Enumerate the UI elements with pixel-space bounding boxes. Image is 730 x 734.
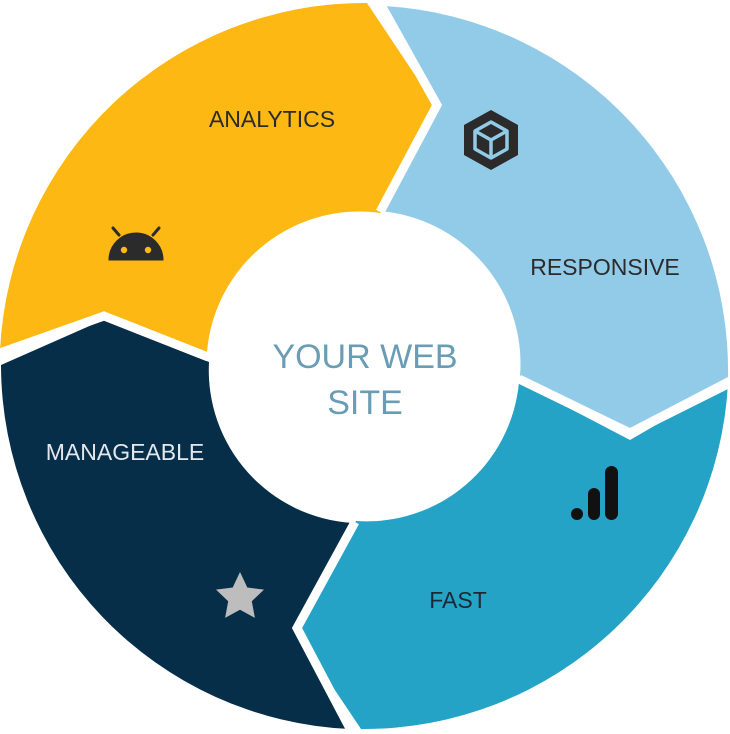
segment-label-analytics: ANALYTICS — [209, 106, 335, 132]
segment-label-responsive: RESPONSIVE — [530, 254, 680, 280]
segment-fast — [296, 382, 728, 730]
center-title-line-1: YOUR WEB — [272, 338, 457, 376]
segment-analytics — [0, 2, 435, 353]
segment-responsive — [379, 6, 729, 428]
cube-icon — [464, 110, 518, 170]
segment-label-manageable: MANAGEABLE — [46, 439, 205, 465]
android-icon — [108, 226, 164, 261]
segment-manageable — [1, 320, 353, 729]
center-title-line-2: SITE — [327, 384, 403, 422]
bar-chart-icon — [571, 466, 618, 520]
segment-label-fast: FAST — [429, 587, 487, 613]
star-icon — [216, 572, 264, 618]
center-circle — [212, 214, 518, 520]
